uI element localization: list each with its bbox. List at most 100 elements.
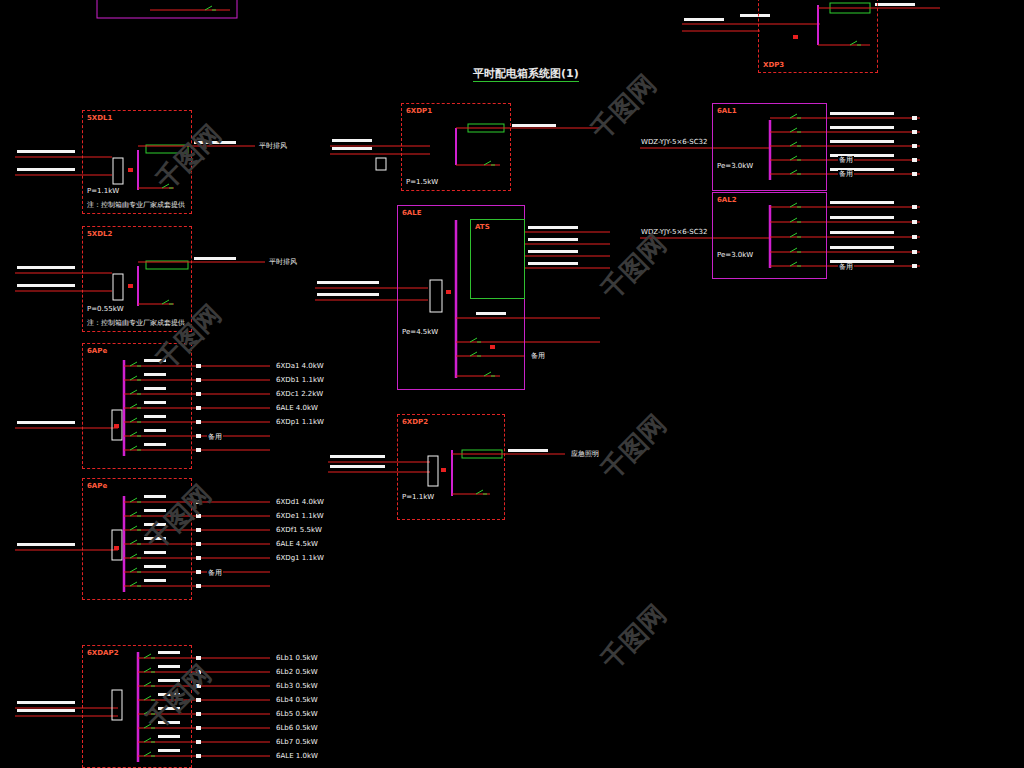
load-label: 6XDa1 4.0kW: [275, 362, 325, 370]
wire: [456, 317, 600, 318]
breaker-symbol: [790, 203, 801, 207]
load-label: 平时排风: [258, 142, 288, 150]
wire: [770, 117, 920, 118]
wire: [15, 272, 112, 273]
breaker-symbol: [470, 352, 481, 356]
wire: [328, 461, 430, 462]
load-label: 6XDg1 1.1kW: [275, 554, 325, 562]
wire: [138, 685, 270, 686]
cable-tag: [830, 216, 894, 219]
device-symbol: [113, 158, 123, 184]
terminal: [114, 546, 119, 550]
breaker-symbol: [476, 490, 487, 494]
watermark: 千图网: [139, 658, 219, 738]
watermark: 千图网: [584, 68, 664, 148]
wire: [138, 671, 270, 672]
wire: [682, 23, 820, 24]
wire: [770, 251, 920, 252]
box-name: 6APe: [86, 482, 108, 490]
wire: [770, 221, 920, 222]
cable-tag: [144, 537, 166, 540]
cable-tag: [317, 281, 379, 284]
cable-tag: [528, 238, 578, 241]
load-label: 6XDd1 4.0kW: [275, 498, 325, 506]
load-label: 6XDe1 1.1kW: [275, 512, 325, 520]
box-note: Pe=3.0kW: [716, 162, 754, 170]
distribution-box: 6XDAP2: [82, 645, 192, 768]
cable-tag: [332, 139, 372, 142]
distribution-box: 6ALEPe=4.5kWATS: [397, 205, 525, 390]
wire: [524, 267, 610, 268]
box-name: 6XDAP2: [86, 649, 120, 657]
distribution-box: 6APe: [82, 478, 192, 600]
distribution-box: 6XDP1P=1.5kW: [401, 103, 511, 191]
cable-tag: [144, 429, 166, 432]
terminal: [196, 740, 201, 744]
cable-tag: [830, 140, 894, 143]
cable-tag: [144, 509, 166, 512]
load-label: 6Lb6 0.5kW: [275, 724, 319, 732]
terminal: [793, 35, 798, 39]
breaker-symbol: [130, 512, 141, 516]
wire: [15, 427, 118, 428]
wire: [452, 453, 565, 454]
wire: [137, 652, 140, 762]
wire: [818, 7, 940, 8]
cable-tag: [144, 387, 166, 390]
cable-tag: [476, 312, 506, 315]
breaker-symbol: [130, 418, 141, 422]
cable-tag: [528, 250, 578, 253]
breaker-symbol: [790, 142, 801, 146]
terminal: [441, 468, 446, 472]
breaker-symbol: [144, 738, 155, 742]
wire: [682, 30, 760, 31]
cable-tag: [17, 284, 75, 287]
terminal: [196, 754, 201, 758]
box-name: 6XDP1: [405, 107, 433, 115]
cable-tag: [158, 721, 180, 724]
breaker-symbol: [144, 752, 155, 756]
terminal: [912, 116, 917, 120]
box-note: 注：控制箱由专业厂家成套提供: [86, 201, 186, 209]
load-label: 6Lb1 0.5kW: [275, 654, 319, 662]
terminal: [912, 205, 917, 209]
wire: [138, 261, 265, 262]
box-name: 6XDP2: [401, 418, 429, 426]
device-symbol: [112, 530, 122, 560]
terminal: [196, 406, 201, 410]
load-label: 6ALE 1.0kW: [275, 752, 319, 760]
wire: [455, 220, 458, 378]
load-label: 6ALE 4.5kW: [275, 540, 319, 548]
wire: [818, 44, 870, 45]
terminal: [196, 528, 201, 532]
load-label: 6Lb2 0.5kW: [275, 668, 319, 676]
distribution-box: 6XDP2P=1.1kW: [397, 414, 505, 520]
terminal: [196, 570, 201, 574]
cable-tag: [528, 262, 578, 265]
box-note: P=1.5kW: [405, 178, 439, 186]
box-name: 5XDL1: [86, 114, 113, 122]
watermark: 千图网: [594, 408, 674, 488]
load-label: 6XDf1 5.5kW: [275, 526, 323, 534]
breaker-symbol: [130, 404, 141, 408]
wire: [138, 727, 270, 728]
breaker-symbol: [162, 184, 173, 188]
load-label: 备用: [207, 569, 223, 577]
box-note: P=1.1kW: [86, 187, 120, 195]
wire: [315, 299, 428, 300]
wire: [15, 715, 118, 716]
cable-tag: [332, 147, 372, 150]
load-label: 6XDb1 1.1kW: [275, 376, 325, 384]
terminal: [196, 726, 201, 730]
wire: [15, 174, 112, 175]
cable-tag: [158, 651, 180, 654]
breaker-symbol: [130, 540, 141, 544]
load-label: 6Lb3 0.5kW: [275, 682, 319, 690]
wire: [138, 187, 174, 188]
load-label: 6XDp1 1.1kW: [275, 418, 325, 426]
box-name: ATS: [474, 223, 491, 231]
box-name: 6AL2: [716, 196, 738, 204]
wire: [138, 657, 270, 658]
terminal: [128, 284, 133, 288]
